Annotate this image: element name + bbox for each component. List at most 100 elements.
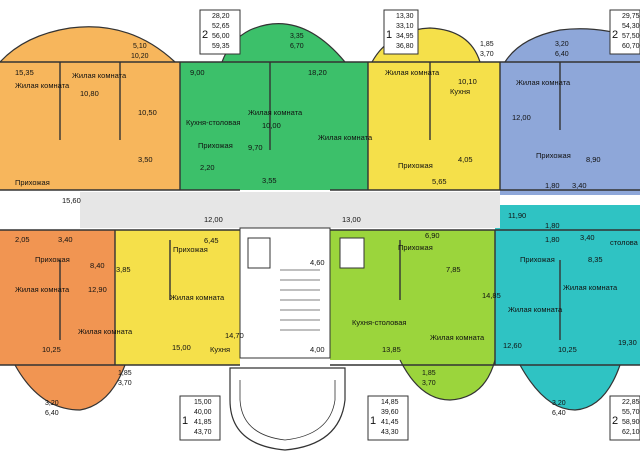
svg-text:Жилая комната: Жилая комната <box>170 293 225 302</box>
apt-info-1: 2 28,20 52,65 56,00 59,35 <box>199 9 241 55</box>
svg-text:3,70: 3,70 <box>422 380 436 387</box>
svg-text:Прихожая: Прихожая <box>536 151 571 160</box>
bottom-terrace <box>229 367 346 451</box>
svg-text:Прихожая: Прихожая <box>35 255 70 264</box>
svg-text:1,85: 1,85 <box>422 370 436 377</box>
corridor <box>80 192 500 228</box>
svg-text:Кухня-столовая: Кухня-столовая <box>352 318 406 327</box>
svg-text:4,00: 4,00 <box>310 345 325 354</box>
svg-text:1,85: 1,85 <box>118 370 132 377</box>
svg-text:62,10: 62,10 <box>622 429 640 436</box>
stair-lines <box>280 269 320 331</box>
apt-bottom-yellow-zone <box>115 230 240 365</box>
svg-text:3,20: 3,20 <box>555 41 569 48</box>
svg-text:2,05: 2,05 <box>15 235 30 244</box>
svg-text:2: 2 <box>612 29 618 41</box>
svg-text:Прихожая: Прихожая <box>15 178 50 187</box>
svg-text:Жилая комната: Жилая комната <box>430 333 485 342</box>
svg-text:6,70: 6,70 <box>290 43 304 50</box>
svg-text:60,70: 60,70 <box>622 43 640 50</box>
elevator-left <box>247 237 271 269</box>
svg-text:10,50: 10,50 <box>138 108 157 117</box>
svg-text:3,85: 3,85 <box>116 265 131 274</box>
svg-text:34,95: 34,95 <box>396 33 414 40</box>
svg-text:3,35: 3,35 <box>290 33 304 40</box>
svg-text:Жилая комната: Жилая комната <box>15 285 70 294</box>
svg-text:15,00: 15,00 <box>194 399 212 406</box>
svg-text:8,35: 8,35 <box>588 255 603 264</box>
svg-text:9,00: 9,00 <box>190 68 205 77</box>
apt-top-left-zone <box>0 26 180 190</box>
svg-text:6,40: 6,40 <box>552 410 566 417</box>
svg-text:22,85: 22,85 <box>622 399 640 406</box>
bottom-terrace-inner <box>239 380 336 441</box>
svg-text:13,85: 13,85 <box>382 345 401 354</box>
svg-text:8,40: 8,40 <box>90 261 105 270</box>
apt-top-right-zone <box>500 28 640 195</box>
svg-text:Жилая комната: Жилая комната <box>318 133 373 142</box>
svg-text:Жилая комната: Жилая комната <box>248 108 303 117</box>
svg-text:столова: столова <box>610 238 639 247</box>
svg-text:43,30: 43,30 <box>381 429 399 436</box>
apt-info-3: 2 29,75 54,30 57,50 60,70 <box>609 9 640 55</box>
apt-info-5: 1 14,85 39,60 41,45 43,30 <box>367 395 409 441</box>
svg-text:29,75: 29,75 <box>622 13 640 20</box>
svg-text:3,55: 3,55 <box>262 176 277 185</box>
walls <box>0 61 640 366</box>
svg-text:40,00: 40,00 <box>194 409 212 416</box>
svg-text:3,20: 3,20 <box>552 400 566 407</box>
svg-text:15,35: 15,35 <box>15 68 34 77</box>
svg-text:2: 2 <box>202 29 208 41</box>
svg-text:14,70: 14,70 <box>225 331 244 340</box>
svg-text:1,80: 1,80 <box>545 181 560 190</box>
apt-info-6: 2 22,85 55,70 58,90 62,10 <box>609 395 640 441</box>
svg-text:10,20: 10,20 <box>131 53 149 60</box>
svg-text:12,60: 12,60 <box>503 341 522 350</box>
svg-text:Жилая комната: Жилая комната <box>508 305 563 314</box>
svg-text:33,10: 33,10 <box>396 23 414 30</box>
svg-text:52,65: 52,65 <box>212 23 230 30</box>
svg-text:28,20: 28,20 <box>212 13 230 20</box>
svg-text:Кухня-столовая: Кухня-столовая <box>186 118 240 127</box>
apt-bottom-right-zone <box>495 205 640 410</box>
svg-text:5,65: 5,65 <box>432 177 447 186</box>
svg-text:3,20: 3,20 <box>45 400 59 407</box>
svg-text:13,30: 13,30 <box>396 13 414 20</box>
svg-text:13,00: 13,00 <box>342 215 361 224</box>
svg-text:6,40: 6,40 <box>45 410 59 417</box>
svg-text:10,25: 10,25 <box>558 345 577 354</box>
apt-info-2: 1 13,30 33,10 34,95 36,80 <box>383 9 419 55</box>
svg-text:43,70: 43,70 <box>194 429 212 436</box>
svg-text:12,90: 12,90 <box>88 285 107 294</box>
svg-text:1,80: 1,80 <box>545 221 560 230</box>
svg-text:12,00: 12,00 <box>204 215 223 224</box>
svg-text:10,00: 10,00 <box>262 121 281 130</box>
svg-text:Прихожая: Прихожая <box>520 255 555 264</box>
svg-text:15,00: 15,00 <box>172 343 191 352</box>
apt-bottom-lime-zone <box>330 230 495 400</box>
svg-text:Прихожая: Прихожая <box>398 161 433 170</box>
svg-text:4,60: 4,60 <box>310 258 325 267</box>
svg-text:Прихожая: Прихожая <box>173 245 208 254</box>
svg-text:10,10: 10,10 <box>458 77 477 86</box>
svg-text:1,85: 1,85 <box>480 41 494 48</box>
svg-text:6,45: 6,45 <box>204 236 219 245</box>
svg-text:Жилая комната: Жилая комната <box>15 81 70 90</box>
elevator-right <box>339 237 365 269</box>
svg-text:3,40: 3,40 <box>58 235 73 244</box>
svg-text:Жилая комната: Жилая комната <box>78 327 133 336</box>
svg-text:58,90: 58,90 <box>622 419 640 426</box>
svg-text:3,40: 3,40 <box>580 233 595 242</box>
svg-text:1: 1 <box>182 415 188 427</box>
svg-text:Жилая комната: Жилая комната <box>563 283 618 292</box>
svg-text:4,05: 4,05 <box>458 155 473 164</box>
svg-text:9,70: 9,70 <box>248 143 263 152</box>
svg-text:5,10: 5,10 <box>133 43 147 50</box>
apt-top-yellow-zone <box>368 28 500 190</box>
svg-text:55,70: 55,70 <box>622 409 640 416</box>
svg-text:11,90: 11,90 <box>508 211 526 220</box>
svg-text:Жилая комната: Жилая комната <box>516 78 571 87</box>
svg-text:14,85: 14,85 <box>482 291 501 300</box>
